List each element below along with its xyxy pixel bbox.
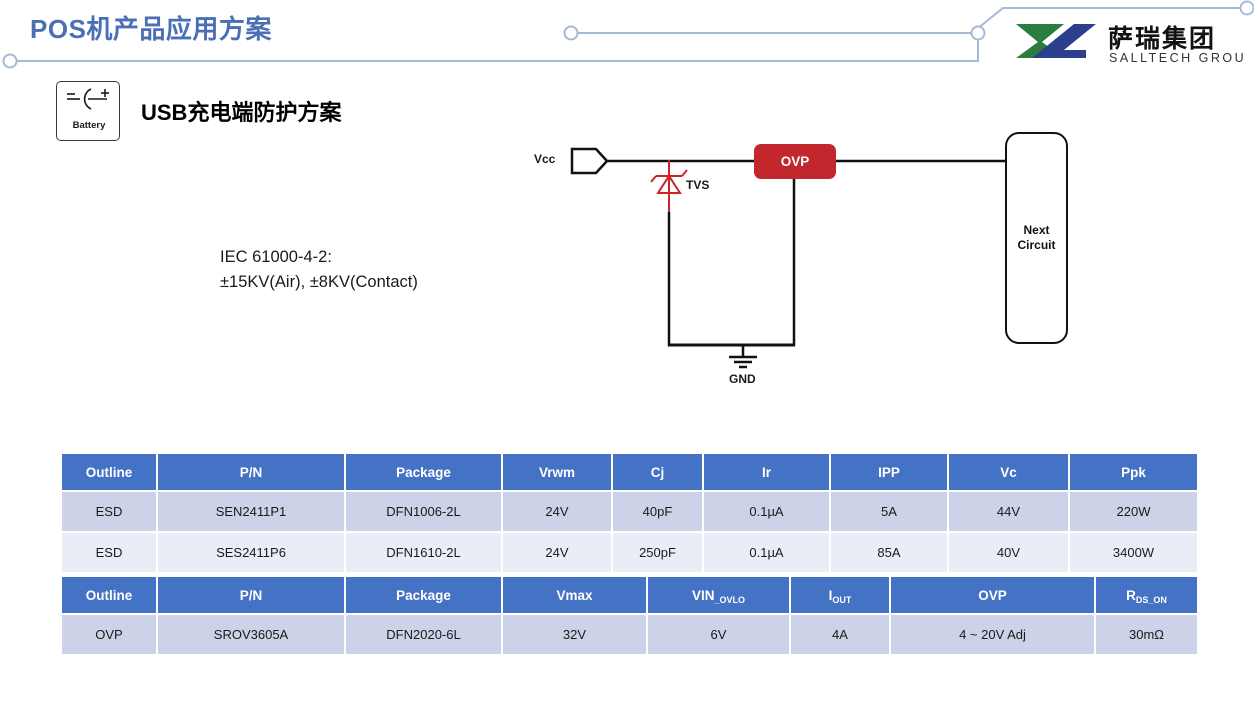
rds-main: R	[1126, 587, 1136, 603]
iout-main: I	[828, 587, 833, 603]
cell-package: DFN2020-6L	[345, 614, 503, 656]
battery-icon-box: Battery	[56, 81, 120, 141]
cell-vrwm: 24V	[502, 491, 613, 533]
section-title: USB充电端防护方案	[141, 95, 341, 127]
table-row: OVP SROV3605A DFN2020-6L 32V 6V 4A 4 ~ 2…	[62, 614, 1197, 656]
ground-symbol-icon	[729, 345, 757, 369]
cell-rds-on: 30mΩ	[1095, 614, 1197, 656]
column-header-vrwm: Vrwm	[502, 454, 613, 492]
column-header-vc: Vc	[948, 454, 1070, 492]
section-title-cjk: 充电端防护方案	[187, 100, 342, 125]
circuit-diagram	[570, 147, 1008, 369]
ovp-spec-table: Outline P/N Package Vmax VIN_OVLO IOUT O…	[62, 577, 1197, 656]
column-header-ipp: IPP	[830, 454, 949, 492]
cell-package: DFN1006-2L	[345, 491, 503, 533]
logo-mark-blue	[1032, 24, 1096, 58]
vin-sub: _OVLO	[714, 594, 746, 605]
cell-vin-ovlo: 6V	[647, 614, 791, 656]
column-header-ppk: Ppk	[1069, 454, 1197, 492]
cell-ir: 0.1µA	[703, 532, 831, 574]
battery-icon	[67, 88, 109, 110]
cell-ipp: 5A	[830, 491, 949, 533]
iout-sub: OUT	[832, 594, 852, 605]
logo-english-name: SALLTECH GROUP	[1109, 51, 1244, 65]
gnd-label: GND	[729, 372, 756, 386]
cell-vmax: 32V	[502, 614, 648, 656]
tvs-label: TVS	[686, 178, 710, 192]
cell-package: DFN1610-2L	[345, 532, 503, 574]
rds-sub: DS_ON	[1135, 594, 1167, 605]
brand-logo: 萨瑞集团 SALLTECH GROUP	[1016, 24, 1244, 65]
table-row: ESD SES2411P6 DFN1610-2L 24V 250pF 0.1µA…	[62, 532, 1197, 574]
cell-ppk: 220W	[1069, 491, 1197, 533]
cell-ppk: 3400W	[1069, 532, 1197, 574]
esd-spec-table: Outline P/N Package Vrwm Cj Ir IPP Vc Pp…	[62, 454, 1197, 574]
vcc-label: Vcc	[534, 152, 556, 166]
cell-vc: 44V	[948, 491, 1070, 533]
cell-vrwm: 24V	[502, 532, 613, 574]
column-header-package: Package	[345, 577, 503, 615]
table-header-row: Outline P/N Package Vrwm Cj Ir IPP Vc Pp…	[62, 454, 1197, 492]
cell-pn: SEN2411P1	[157, 491, 346, 533]
column-header-iout: IOUT	[790, 577, 891, 615]
table-row: ESD SEN2411P1 DFN1006-2L 24V 40pF 0.1µA …	[62, 491, 1197, 533]
cell-pn: SES2411P6	[157, 532, 346, 574]
cell-ipp: 85A	[830, 532, 949, 574]
table-header-row: Outline P/N Package Vmax VIN_OVLO IOUT O…	[62, 577, 1197, 615]
cell-ir: 0.1µA	[703, 491, 831, 533]
column-header-pn: P/N	[157, 577, 346, 615]
column-header-pn: P/N	[157, 454, 346, 492]
cell-outline: OVP	[62, 614, 158, 656]
iec-note-line-1: IEC 61000-4-2:	[220, 248, 332, 266]
cell-outline: ESD	[62, 532, 158, 574]
tvs-diode-icon	[650, 169, 688, 194]
next-circuit-block[interactable]: Next Circuit	[1005, 132, 1068, 344]
cell-pn: SROV3605A	[157, 614, 346, 656]
column-header-ir: Ir	[703, 454, 831, 492]
vin-main: VIN	[691, 587, 715, 603]
ovp-block[interactable]: OVP	[754, 144, 836, 179]
cell-iout: 4A	[790, 614, 891, 656]
iec-compliance-note: IEC 61000-4-2: ±15KV(Air), ±8KV(Contact)	[220, 245, 418, 295]
cell-vc: 40V	[948, 532, 1070, 574]
section-title-latin: USB	[141, 100, 188, 125]
cell-outline: ESD	[62, 491, 158, 533]
logo-chinese-name: 萨瑞集团	[1108, 24, 1216, 53]
column-header-rds-on: RDS_ON	[1095, 577, 1197, 615]
page-title: POS机产品应用方案	[30, 14, 272, 44]
column-header-vin-ovlo: VIN_OVLO	[647, 577, 791, 615]
cell-ovp: 4 ~ 20V Adj	[890, 614, 1096, 656]
battery-icon-label: Battery	[72, 120, 106, 131]
column-header-cj: Cj	[612, 454, 704, 492]
column-header-package: Package	[345, 454, 503, 492]
vcc-connector-icon	[570, 147, 609, 175]
column-header-ovp: OVP	[890, 577, 1096, 615]
column-header-outline: Outline	[62, 577, 158, 615]
column-header-vmax: Vmax	[502, 577, 648, 615]
cell-cj: 40pF	[612, 491, 704, 533]
iec-note-line-2: ±15KV(Air), ±8KV(Contact)	[220, 273, 418, 291]
cell-cj: 250pF	[612, 532, 704, 574]
column-header-outline: Outline	[62, 454, 158, 492]
